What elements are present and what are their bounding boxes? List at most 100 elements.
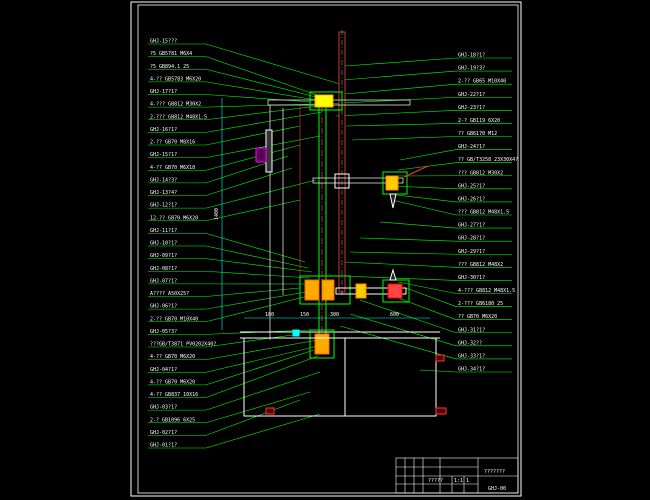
mid-clamp: [334, 173, 350, 189]
outer-frame: [130, 1, 522, 497]
left-label: GHJ-06?1?: [150, 304, 177, 310]
bottom-coupling-nut: [314, 333, 330, 355]
left-label: GHJ-11?1?: [150, 228, 177, 234]
left-label: GHJ-13?4?: [150, 190, 177, 196]
left-leader: [205, 349, 315, 386]
left-label: 2-?? GB70 M10X40: [150, 316, 198, 322]
top-nut: [314, 94, 334, 108]
side-handle-knob: [255, 147, 267, 163]
left-label: A???? A50X25?: [150, 291, 189, 297]
left-leader: [205, 333, 301, 348]
left-leader: [205, 155, 289, 184]
left-label: GHJ-04?1?: [150, 367, 177, 373]
dim-seg-b-text: 150: [300, 312, 309, 318]
tool-tip: [389, 193, 397, 209]
tool-lever: [403, 165, 429, 178]
right-leader: [339, 275, 457, 281]
top-arm: [267, 99, 411, 106]
right-leader: [359, 237, 457, 242]
right-leader: [399, 149, 457, 161]
right-leader: [351, 136, 457, 141]
side-handle: [265, 129, 273, 173]
left-label: 2-?? GB70 M8X16: [150, 140, 195, 146]
right-label: ??? GB812 M30X2: [458, 170, 503, 176]
left-leader: [205, 179, 317, 209]
right-label: ?? GB6170 M12: [458, 131, 497, 137]
right-leader: [341, 70, 457, 81]
right-leader: [344, 83, 457, 95]
lower-tool-tip: [389, 268, 397, 281]
right-label: ?? GB/T3258 23X30X4?: [458, 157, 518, 163]
right-leader: [419, 369, 457, 373]
left-label: GHJ-05?3?: [150, 329, 177, 335]
left-leader: [205, 167, 293, 196]
dim-seg-c-text: 300: [330, 312, 339, 318]
dim-seg-d-text: 600: [390, 312, 399, 318]
left-leader: [205, 125, 301, 146]
tank-drain-left: [265, 407, 275, 415]
right-label: GHJ-31?1?: [458, 327, 485, 333]
left-label: 4-?? GB70 M6X20: [150, 379, 195, 385]
shaft-end-nut: [387, 283, 403, 299]
drawing-number: GHJ-00: [488, 486, 506, 492]
left-part-labels: GHJ-15??? ?5 GB5781 M6X4 ?5 GB894.1 25 4-??…: [150, 39, 216, 449]
right-label: 4-??? GB812 M48X1.5: [458, 288, 515, 294]
right-label: ?? GB70 M6X20: [458, 314, 497, 320]
right-label: GHJ-26?1?: [458, 196, 485, 202]
right-label: GHJ-22?1?: [458, 92, 485, 98]
shaft-coupling: [355, 283, 367, 299]
left-leader: [205, 399, 301, 436]
left-label: ?5 GB894.1 25: [150, 64, 189, 70]
left-label: 4-??? GB812 M30X2: [150, 102, 201, 108]
right-leader: [343, 261, 457, 268]
right-label: GHJ-30?1?: [458, 275, 485, 281]
right-leader: [349, 251, 457, 255]
right-leader: [345, 123, 457, 127]
left-label: GHJ-10?1?: [150, 241, 177, 247]
right-label: GHJ-18?1?: [458, 53, 485, 59]
left-leader: [205, 413, 321, 449]
left-label: GHJ-03?1?: [150, 405, 177, 411]
right-leader: [339, 325, 457, 360]
left-leader: [205, 135, 321, 158]
machine: [221, 30, 447, 417]
right-leader: [344, 57, 457, 67]
title-block-frame: [395, 457, 519, 494]
left-label: GHJ-07?1?: [150, 278, 177, 284]
left-leader: [205, 111, 323, 133]
left-label: GHJ-15???: [150, 39, 177, 45]
right-label: GHJ-34?1?: [458, 367, 485, 373]
dim-seg-a-text: 180: [265, 312, 274, 318]
tank: [243, 337, 437, 417]
title-block: [395, 457, 519, 494]
left-label: 4-?? GB837 10X16: [150, 392, 198, 398]
left-leader: [205, 199, 301, 222]
left-label: 4-?? GB70 M6X20: [150, 354, 195, 360]
left-leader: [205, 371, 321, 411]
left-label: 4-?? GB70 M6X18: [150, 165, 195, 171]
left-leader: [205, 291, 307, 310]
right-leader: [405, 287, 457, 307]
right-leader: [391, 199, 457, 216]
left-leader: [205, 345, 319, 373]
left-label: GHJ-09?1?: [150, 253, 177, 259]
right-label: GHJ-24?1?: [458, 144, 485, 150]
lower-nut-right: [321, 279, 335, 301]
tank-inlet: [435, 354, 445, 362]
left-label: ?5 GB5781 M6X4: [150, 51, 192, 57]
left-leader: [205, 355, 319, 398]
left-leader: [205, 391, 311, 424]
cyan-fitting: [292, 329, 300, 337]
left-leader: [205, 339, 319, 360]
lower-block: [299, 275, 351, 305]
right-leader: [335, 110, 457, 117]
left-label: 2-? GB1096 6X25: [150, 417, 195, 423]
left-label: GHJ-14?3?: [150, 177, 177, 183]
left-leader: [205, 287, 301, 297]
leader-lines: [148, 43, 512, 449]
left-label: 2-??? GB812 M48X1.5: [150, 114, 207, 120]
left-leader: [205, 144, 301, 171]
left-label: GHJ-02?1?: [150, 430, 177, 436]
left-label: ???GB/T3871 PV0202X40?: [150, 342, 216, 348]
